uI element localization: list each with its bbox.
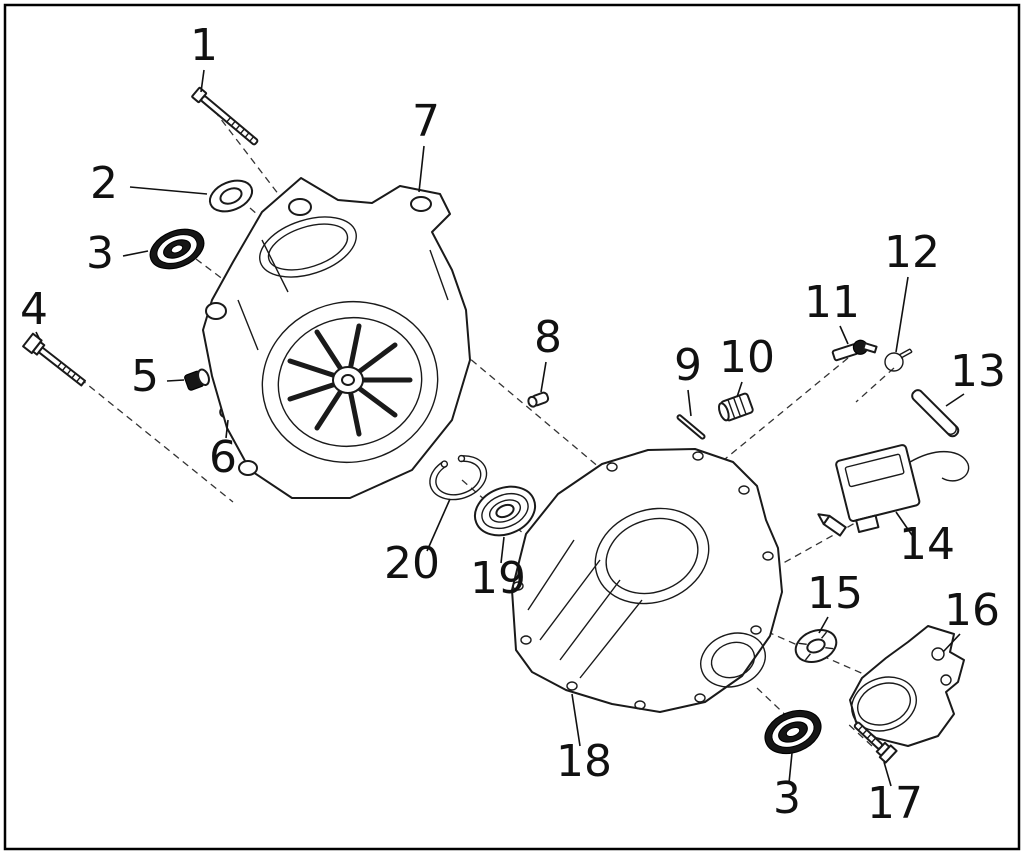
part-bracket-16 xyxy=(849,625,965,747)
part-washer-15 xyxy=(794,629,838,663)
part-bolt-1 xyxy=(191,86,259,146)
callout-label-1: 1 xyxy=(190,20,218,71)
part-rear-housing-18 xyxy=(511,448,783,713)
callout-leader-5 xyxy=(166,379,185,382)
callout-leader-12 xyxy=(895,276,909,353)
callout-leader-17 xyxy=(883,761,892,787)
part-bolt-17 xyxy=(853,721,898,764)
callout-label-9: 9 xyxy=(674,340,702,391)
callout-leader-19 xyxy=(500,536,505,564)
callout-leader-18 xyxy=(571,693,581,747)
part-plug-5 xyxy=(184,368,210,391)
callout-label-16: 16 xyxy=(944,585,1000,636)
callout-leader-4 xyxy=(35,331,41,341)
callout-leader-6 xyxy=(225,419,229,439)
impeller xyxy=(287,323,413,437)
callout-label-6: 6 xyxy=(209,432,237,483)
callout-leader-20 xyxy=(426,498,451,552)
callout-label-8: 8 xyxy=(534,312,562,363)
callout-label-3: 3 xyxy=(86,228,114,279)
callout-leader-13 xyxy=(945,393,965,407)
callout-label-3: 3 xyxy=(773,773,801,824)
callout-label-18: 18 xyxy=(556,736,612,787)
assembly-axis-lines xyxy=(51,100,901,747)
part-clamp-12 xyxy=(884,348,913,372)
callout-label-5: 5 xyxy=(131,351,159,402)
callout-leader-3 xyxy=(122,250,149,257)
part-snap-ring-20 xyxy=(429,454,488,501)
callout-label-7: 7 xyxy=(412,96,440,147)
part-fitting-11 xyxy=(831,339,878,362)
part-washer-2 xyxy=(208,179,254,213)
callout-label-17: 17 xyxy=(867,778,923,829)
callout-label-15: 15 xyxy=(807,568,863,619)
part-front-housing-7 xyxy=(202,177,471,499)
callout-leader-8 xyxy=(540,361,547,393)
callout-label-4: 4 xyxy=(20,284,48,335)
callout-leader-9 xyxy=(687,389,692,417)
part-bearing-19 xyxy=(473,485,537,537)
part-bolt-4 xyxy=(22,332,87,387)
callout-label-14: 14 xyxy=(899,519,955,570)
callout-leader-11 xyxy=(839,325,849,345)
callout-leader-7 xyxy=(418,145,425,193)
callout-leader-10 xyxy=(736,381,743,398)
part-solenoid-14 xyxy=(817,444,970,537)
callout-label-13: 13 xyxy=(950,346,1006,397)
image-border xyxy=(3,3,1021,851)
part-plug-10 xyxy=(717,392,754,422)
part-pin-9 xyxy=(676,414,706,440)
callout-label-11: 11 xyxy=(804,277,860,328)
callout-leader-16 xyxy=(942,633,961,653)
part-seal-3-upper xyxy=(149,228,205,270)
callout-leader-15 xyxy=(818,616,829,634)
part-stud-8 xyxy=(527,391,550,408)
callout-leader-3 xyxy=(788,752,793,784)
callout-label-20: 20 xyxy=(384,538,440,589)
callout-label-12: 12 xyxy=(884,227,940,278)
callout-label-19: 19 xyxy=(470,553,526,604)
part-seal-3-lower xyxy=(764,709,822,755)
callout-label-2: 2 xyxy=(90,158,118,209)
part-tube-13 xyxy=(911,389,960,438)
callout-leader-1 xyxy=(200,69,205,93)
callout-leader-2 xyxy=(129,186,208,195)
callout-label-10: 10 xyxy=(719,332,775,383)
callout-leader-14 xyxy=(895,511,915,539)
